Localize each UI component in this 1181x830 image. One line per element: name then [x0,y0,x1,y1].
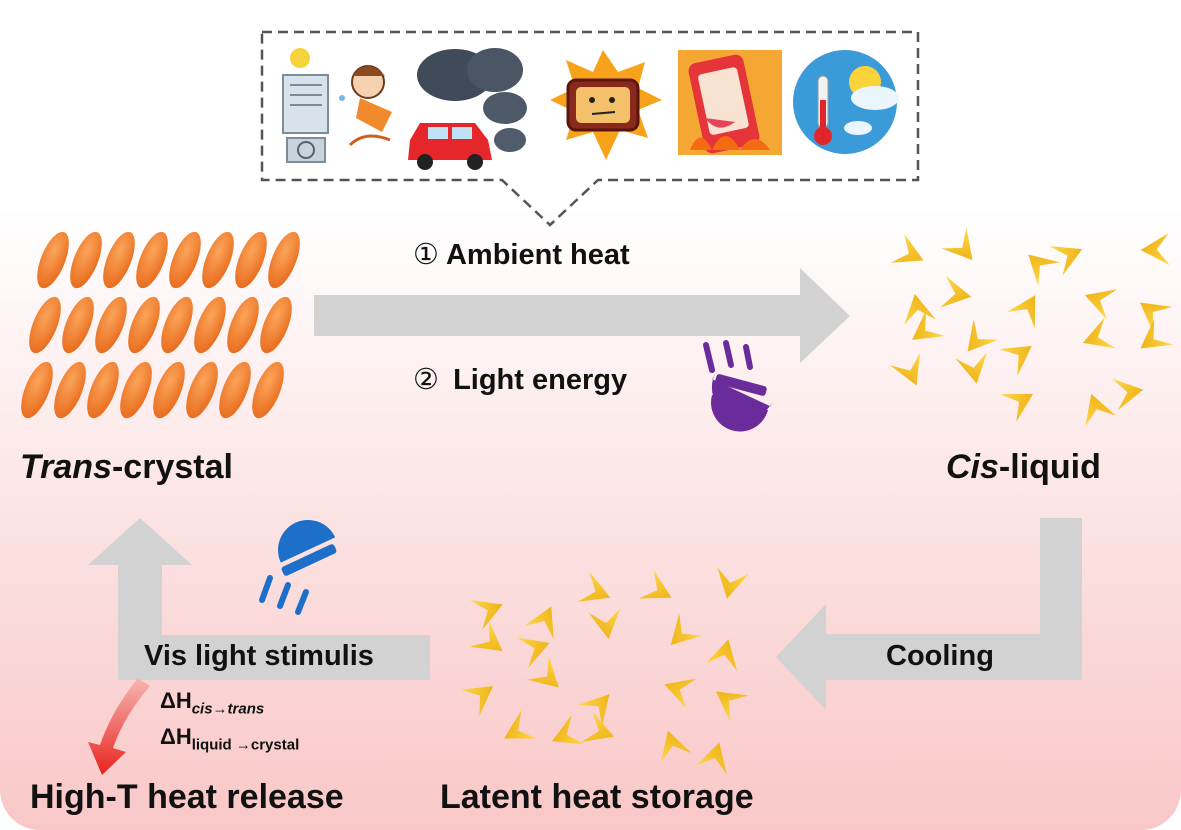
visible-lamp-icon [259,520,337,615]
trans-molecule [186,361,218,419]
trans-molecule [153,361,185,419]
car-exhaust-icon [408,48,527,170]
ambient-heat-label: ① Ambient heat [413,237,630,272]
enthalpy-cis-trans: ΔHcis→trans [160,688,264,717]
thermometer-sun-icon [793,50,899,154]
release-arrow [88,518,430,680]
enthalpy-cis-trans-delta: ΔH [160,688,192,713]
trans-crystal-rest: -crystal [111,448,233,486]
cis-liquid-italic: Cis [946,448,999,486]
heat-release-arrow [88,678,150,775]
uv-lamp-icon [703,340,773,432]
trans-crystal-italic: Trans [20,448,112,486]
sweating-person-icon [339,65,392,147]
ambient-heat-sources-box [260,30,920,227]
trans-molecule [37,231,69,289]
trans-molecule [54,361,86,419]
trans-crystal-molecules [21,231,300,419]
trans-molecule [235,231,267,289]
enthalpy-liquid-crystal: ΔHliquid →crystal [160,724,299,753]
trans-molecule [70,231,102,289]
trans-molecule [136,231,168,289]
cooling-label: Cooling [886,640,994,672]
trans-molecule [21,361,53,419]
trans-molecule [128,296,160,354]
light-energy-text: Light energy [453,364,628,396]
ambient-heat-number: ① [413,237,439,271]
enthalpy-cis-trans-subscript: cis→trans [191,700,265,718]
latent-heat-storage-label: Latent heat storage [440,778,754,816]
high-t-heat-release-label: High-T heat release [30,778,344,816]
trans-molecule [95,296,127,354]
trans-molecule [62,296,94,354]
trans-molecule [120,361,152,419]
light-energy-label: ② Light energy [413,362,627,397]
trans-molecule [194,296,226,354]
trans-molecule [161,296,193,354]
trans-molecule [260,296,292,354]
trans-molecule [29,296,61,354]
hot-phone-icon [678,50,782,155]
trans-crystal-label: Trans-crystal [20,448,233,487]
trans-molecule [169,231,201,289]
air-conditioner-icon [282,48,329,163]
forward-arrow [314,268,850,363]
trans-molecule [202,231,234,289]
trans-molecule [268,231,300,289]
ambient-heat-text: Ambient heat [445,239,630,271]
hot-tv-icon [550,50,662,160]
trans-molecule [219,361,251,419]
cis-liquid-rest: -liquid [998,448,1101,486]
light-energy-number: ② [413,362,439,396]
vis-light-label: Vis light stimulis [144,640,374,672]
trans-molecule [103,231,135,289]
trans-molecule [252,361,284,419]
enthalpy-liquid-crystal-delta: ΔH [160,724,192,749]
trans-molecule [227,296,259,354]
cooling-arrow [776,518,1082,710]
cis-liquid-label: Cis-liquid [946,448,1101,487]
trans-molecule [87,361,119,419]
enthalpy-liquid-crystal-subscript: liquid →crystal [191,736,300,754]
